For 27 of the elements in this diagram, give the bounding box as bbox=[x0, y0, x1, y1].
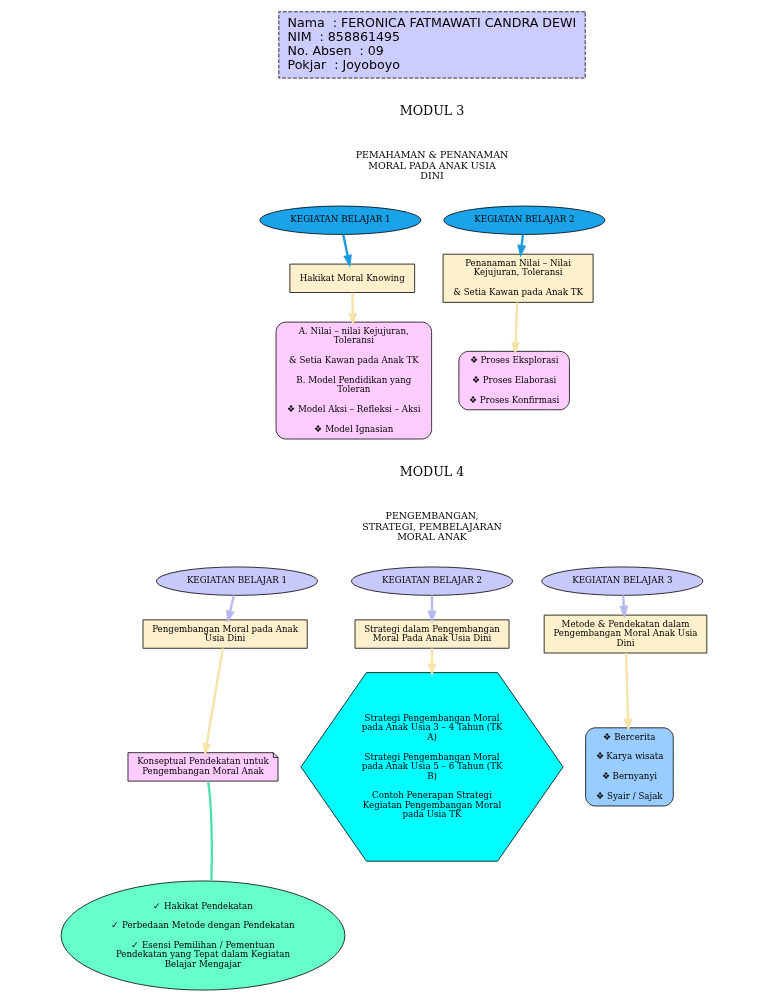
node-box: A. Nilai – nilai Kejujuran, Toleransi & Setia Kawan pada Anak TK B. Model Pendidikan yang Toleran ❖ Model Aksi – Refleksi – Aksi ❖ Model Ignasian bbox=[275, 321, 432, 440]
node-ellipse: KEGIATAN BELAJAR 3 bbox=[541, 566, 704, 596]
label: MODUL 3 bbox=[399, 103, 465, 119]
arrow bbox=[623, 653, 633, 732]
label: PEMAHAMAN & PENANAMAN MORAL PADA ANAK USIA DINI bbox=[355, 149, 509, 181]
arrow bbox=[225, 595, 235, 624]
node-box: Pengembangan Moral pada Anak Usia Dini bbox=[142, 619, 308, 649]
node-ellipse: KEGIATAN BELAJAR 2 bbox=[351, 566, 513, 596]
arrow bbox=[511, 302, 521, 355]
arrow bbox=[342, 234, 352, 268]
label: MODUL 4 bbox=[399, 463, 465, 479]
node-box: Penanaman Nilai – Nilai Kejujuran, Toleransi & Setia Kawan pada Anak TK bbox=[442, 253, 594, 303]
node-box: Hakikat Moral Knowing bbox=[289, 263, 416, 293]
node-ellipse: ✓ Hakikat Pendekatan ✓ Perbedaan Metode dengan Pendekatan ✓ Esensi Pemilihan / Pementuan Pendekatan yang Tepat dalam Kegiatan Belajar Mengajar bbox=[60, 880, 346, 991]
node-box: Metode & Pendekatan dalam Pengembangan Moral Anak Usia Dini bbox=[543, 614, 708, 654]
label: PENGEMBANGAN, STRATEGI, PEMBELAJARAN MORAL ANAK bbox=[362, 510, 502, 542]
arrow bbox=[619, 595, 629, 619]
node-ellipse: KEGIATAN BELAJAR 2 bbox=[443, 205, 606, 235]
node-box: ❖ Bercerita ❖ Karya wisata ❖ Bernyanyi ❖ Syair / Sajak bbox=[585, 727, 674, 807]
node-box: Strategi dalam Pengembangan Moral Pada Anak Usia Dini bbox=[354, 619, 510, 649]
arrow bbox=[202, 648, 224, 756]
node-box: ❖ Proses Eksplorasi ❖ Proses Elaborasi ❖ Proses Konfirmasi bbox=[458, 350, 570, 411]
node-box: Nama : FERONICA FATMAWATI CANDRA DEWI NIM : 858861495 No. Absen : 09 Pokjar : Joyoboyo bbox=[278, 11, 586, 79]
node-ellipse: KEGIATAN BELAJAR 1 bbox=[156, 566, 318, 596]
connector bbox=[206, 781, 214, 881]
node-ellipse: KEGIATAN BELAJAR 1 bbox=[259, 205, 422, 235]
arrow bbox=[348, 292, 358, 326]
